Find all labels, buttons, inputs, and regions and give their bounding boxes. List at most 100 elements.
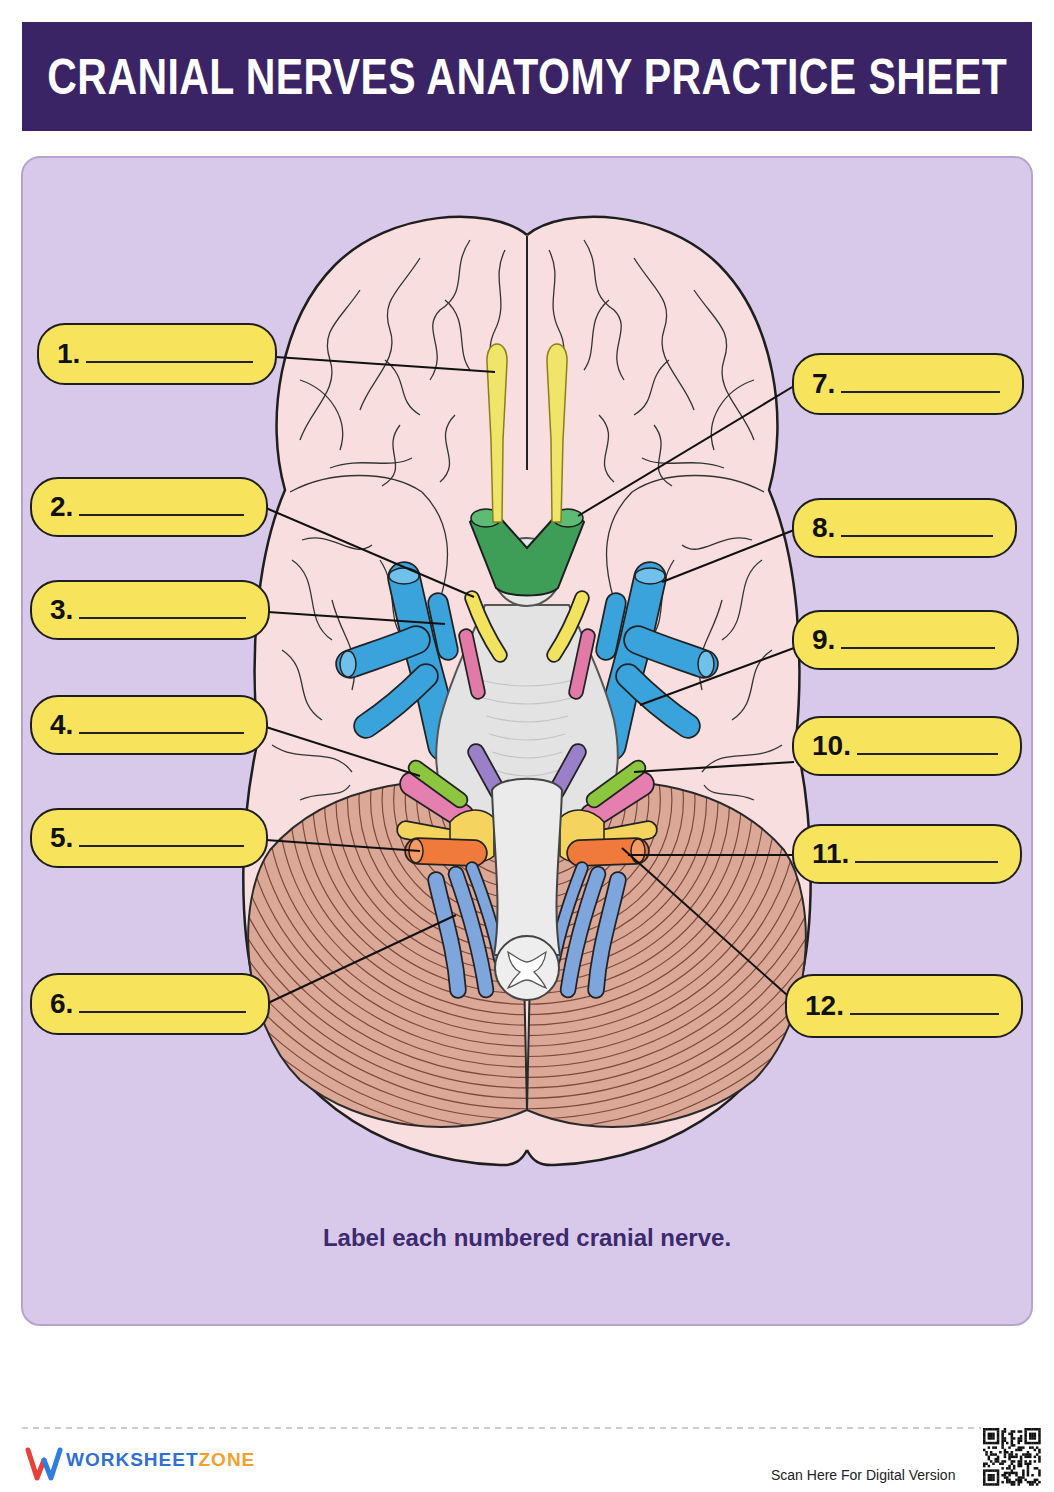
cranial-nerve: [436, 880, 458, 990]
nerve-outline: [472, 598, 500, 655]
qr-module: [997, 1428, 1000, 1431]
nerve-outline: [594, 768, 638, 800]
qr-module: [1011, 1430, 1014, 1433]
qr-module: [1027, 1465, 1030, 1468]
qr-module: [1015, 1474, 1018, 1477]
folia-line: [244, 544, 811, 1057]
qr-module: [1020, 1460, 1023, 1463]
leader-line: [628, 854, 794, 856]
qr-module: [997, 1479, 1000, 1482]
qr-module: [1020, 1458, 1023, 1461]
answer-blank: [841, 535, 993, 537]
label-box: 1.: [37, 323, 277, 385]
qr-module: [983, 1433, 986, 1436]
qr-module: [1013, 1460, 1016, 1463]
qr-module: [1024, 1460, 1027, 1463]
nerve-outline: [416, 768, 460, 800]
qr-module: [988, 1437, 991, 1440]
qr-module: [1018, 1460, 1021, 1463]
answer-blank: [79, 1011, 246, 1013]
folia-line: [290, 585, 765, 1014]
qr-module: [1022, 1472, 1025, 1475]
spinal-cord: [495, 936, 559, 1000]
gyrus-line: [290, 476, 447, 601]
gyrus-line: [300, 785, 350, 800]
qr-module: [995, 1453, 998, 1456]
qr-module: [988, 1456, 991, 1459]
qr-module: [1020, 1465, 1023, 1468]
qr-module: [988, 1428, 991, 1431]
answer-blank: [841, 647, 995, 649]
gyrus-line: [330, 458, 412, 468]
callout-number: 8.: [812, 514, 835, 542]
qr-module: [1006, 1467, 1009, 1470]
qr-module: [992, 1433, 995, 1436]
qr-module: [1020, 1435, 1023, 1438]
qr-module: [1001, 1463, 1004, 1466]
qr-module: [1038, 1428, 1041, 1431]
qr-module: [1022, 1469, 1025, 1472]
qr-module: [1029, 1435, 1032, 1438]
qr-module: [995, 1442, 998, 1445]
qr-module: [990, 1442, 993, 1445]
qr-module: [1027, 1453, 1030, 1456]
qr-module: [1004, 1430, 1007, 1433]
qr-module: [1011, 1456, 1014, 1459]
qr-module: [1031, 1442, 1034, 1445]
title-banner: CRANIAL NERVES ANATOMY PRACTICE SHEET: [22, 22, 1032, 131]
folia-line: [163, 470, 892, 1129]
qr-module: [992, 1428, 995, 1431]
qr-module: [1006, 1476, 1009, 1479]
qr-module: [999, 1463, 1002, 1466]
leader-line: [640, 648, 794, 705]
qr-module: [997, 1430, 1000, 1433]
qr-module: [988, 1458, 991, 1461]
qr-module: [1008, 1472, 1011, 1475]
cranial-nerve: [576, 636, 588, 692]
qr-module: [997, 1460, 1000, 1463]
grey-matter: [508, 952, 546, 988]
qr-module: [997, 1435, 1000, 1438]
nerve-end: [340, 651, 356, 677]
callout-number: 12.: [805, 992, 844, 1020]
qr-module: [1038, 1469, 1041, 1472]
qr-module: [1038, 1456, 1041, 1459]
callout-number: 3.: [50, 596, 73, 624]
folia-line: [197, 502, 856, 1099]
qr-module: [1024, 1442, 1027, 1445]
small-nerves: [554, 598, 648, 990]
label-box: 4.: [30, 695, 268, 755]
qr-module: [1018, 1465, 1021, 1468]
gyrus-line: [430, 240, 470, 380]
qr-module: [1024, 1435, 1027, 1438]
qr-module: [1020, 1456, 1023, 1459]
qr-module: [1022, 1453, 1025, 1456]
leader-line: [622, 848, 787, 995]
qr-module: [992, 1483, 995, 1486]
qr-module: [1029, 1483, 1032, 1486]
gyrus-line: [599, 415, 614, 482]
qr-module: [1001, 1433, 1004, 1436]
qr-module: [1013, 1437, 1016, 1440]
gyrus-line: [704, 785, 754, 800]
qr-module: [1020, 1476, 1023, 1479]
qr-module: [1015, 1472, 1018, 1475]
qr-module: [990, 1474, 993, 1477]
gyrus-line: [584, 300, 609, 370]
callout-number: 10.: [812, 732, 851, 760]
olfactory-tract: [547, 344, 567, 522]
cranial-nerve: [638, 640, 704, 664]
nerve-end: [635, 568, 665, 584]
leader-lines: [266, 357, 794, 1003]
qr-module: [1024, 1430, 1027, 1433]
qr-module: [1036, 1453, 1039, 1456]
pons-line: [486, 716, 568, 722]
qr-module: [1004, 1474, 1007, 1477]
qr-module: [1027, 1472, 1030, 1475]
cranial-nerve: [596, 880, 618, 990]
qr-module: [1029, 1481, 1032, 1484]
qr-module: [1008, 1479, 1011, 1482]
nerve-outline: [436, 880, 458, 990]
qr-module: [1036, 1467, 1039, 1470]
qr-module: [983, 1440, 986, 1443]
